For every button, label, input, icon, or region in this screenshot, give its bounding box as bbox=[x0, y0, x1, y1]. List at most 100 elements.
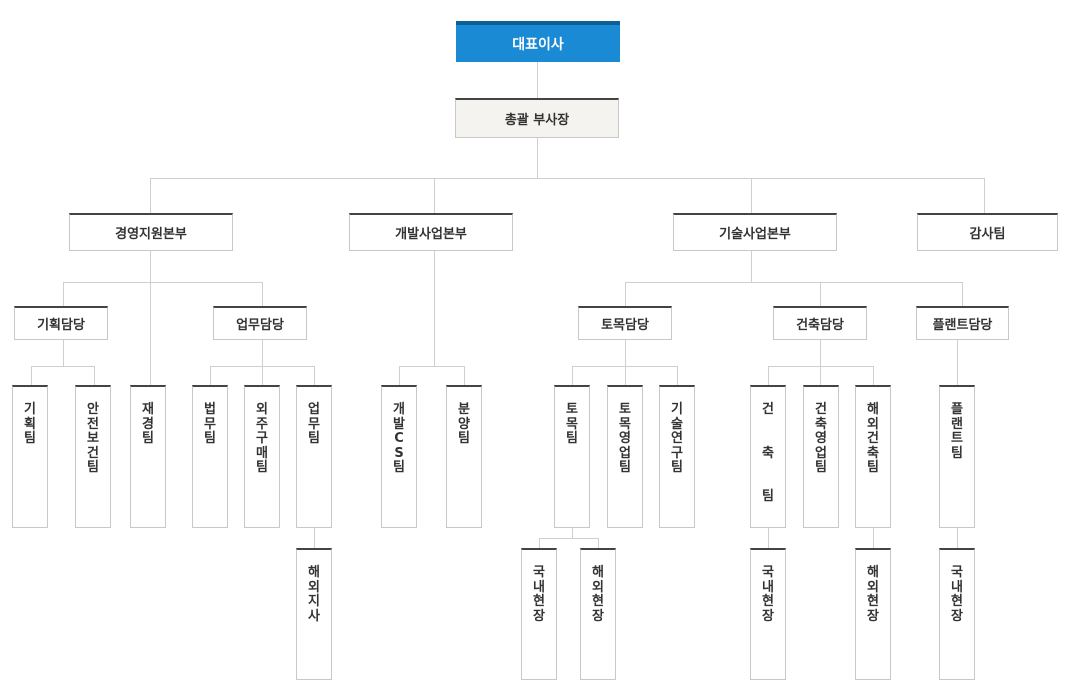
connector-technology-down bbox=[751, 250, 752, 282]
team-column: 재 경 팀 bbox=[130, 385, 166, 528]
department-label: 업무담당 bbox=[236, 318, 284, 333]
team-column: 기 술 연 구 팀 bbox=[659, 385, 695, 528]
team-column: 법 무 팀 bbox=[192, 385, 228, 528]
team-column: 개 발 C S 팀 bbox=[381, 385, 417, 528]
site-column: 국 내 현 장 bbox=[521, 548, 557, 680]
vice-president-label: 총괄 부사장 bbox=[504, 113, 570, 128]
connector-to-technology-division bbox=[751, 178, 752, 214]
connector-to-safety-team bbox=[94, 366, 95, 385]
connector-to-procurement-team bbox=[262, 366, 263, 385]
connector-development-bus bbox=[399, 366, 464, 367]
connector-to-planning-dept bbox=[63, 282, 64, 307]
connector-to-architecture-sales-team bbox=[820, 366, 821, 385]
connector-management-bus bbox=[63, 282, 262, 283]
connector-architecture-down bbox=[820, 339, 821, 366]
ceo-label: 대표이사 bbox=[512, 36, 564, 53]
team-label: 플 랜 트 팀 bbox=[951, 402, 963, 461]
connector-to-civil-overseas-site bbox=[598, 538, 599, 548]
connector-to-development-division bbox=[434, 178, 435, 214]
connector-management-down bbox=[150, 250, 151, 385]
team-label: 개 발 C S 팀 bbox=[393, 402, 405, 475]
connector-civil-bus bbox=[572, 366, 677, 367]
department-label: 플랜트담당 bbox=[932, 318, 993, 333]
connector-to-business-team bbox=[314, 366, 315, 385]
connector-to-legal-team bbox=[210, 366, 211, 385]
team-column: 기 획 팀 bbox=[12, 385, 48, 528]
department-label: 토목담당 bbox=[601, 318, 649, 333]
team-label: 재 경 팀 bbox=[142, 402, 154, 446]
team-column: 건 축 팀 bbox=[750, 385, 786, 528]
connector-vp-down bbox=[537, 138, 538, 178]
division-label: 기술사업본부 bbox=[719, 227, 791, 242]
team-column: 해 외 건 축 팀 bbox=[855, 385, 891, 528]
connector-architecture-to-domestic-site bbox=[768, 527, 769, 548]
site-label: 국 내 현 장 bbox=[533, 565, 545, 624]
connector-to-plant-dept bbox=[962, 282, 963, 307]
team-label: 해 외 건 축 팀 bbox=[867, 402, 879, 475]
vice-president-box: 총괄 부사장 bbox=[455, 98, 619, 138]
connector-to-civil-sales-team bbox=[625, 366, 626, 385]
connector-plant-to-domestic-site bbox=[957, 527, 958, 548]
connector-to-dev-cs-team bbox=[399, 366, 400, 385]
connector-civil-down bbox=[625, 339, 626, 366]
operations-dept-box: 업무담당 bbox=[213, 306, 307, 340]
connector-to-civil-domestic-site bbox=[539, 538, 540, 548]
division-label: 감사팀 bbox=[969, 227, 1006, 242]
connector-planning-down bbox=[63, 339, 64, 366]
connector-civil-team-down bbox=[572, 527, 573, 538]
connector-overseas-architecture-to-site bbox=[873, 527, 874, 548]
connector-development-down bbox=[434, 250, 435, 366]
connector-business-to-overseas-branch bbox=[314, 527, 315, 548]
connector-to-planning-team bbox=[31, 366, 32, 385]
management-support-division-box: 경영지원본부 bbox=[69, 213, 233, 251]
connector-civil-sites-bus bbox=[539, 538, 599, 539]
team-label: 기 술 연 구 팀 bbox=[671, 402, 683, 475]
site-label: 국 내 현 장 bbox=[762, 565, 774, 624]
division-label: 경영지원본부 bbox=[115, 227, 187, 242]
team-label: 토 목 팀 bbox=[566, 402, 578, 446]
team-column: 안 전 보 건 팀 bbox=[75, 385, 111, 528]
connector-operations-down bbox=[262, 339, 263, 366]
connector-to-management-division bbox=[150, 178, 151, 214]
team-label: 건 축 팀 bbox=[762, 402, 774, 504]
site-column: 해 외 현 장 bbox=[580, 548, 616, 680]
team-column: 외 주 구 매 팀 bbox=[244, 385, 280, 528]
connector-to-civil-team bbox=[572, 366, 573, 385]
team-label: 기 획 팀 bbox=[24, 402, 36, 446]
department-label: 기획담당 bbox=[37, 318, 85, 333]
team-label: 토 목 영 업 팀 bbox=[619, 402, 631, 475]
connector-ceo-vp bbox=[537, 62, 538, 99]
team-label: 안 전 보 건 팀 bbox=[87, 402, 99, 475]
civil-dept-box: 토목담당 bbox=[578, 306, 672, 340]
team-label: 건 축 영 업 팀 bbox=[815, 402, 827, 475]
site-column: 해 외 현 장 bbox=[855, 548, 891, 680]
department-label: 건축담당 bbox=[796, 318, 844, 333]
connector-to-civil-dept bbox=[625, 282, 626, 307]
site-label: 해 외 현 장 bbox=[592, 565, 604, 624]
connector-technology-bus bbox=[625, 282, 963, 283]
ceo-box: 대표이사 bbox=[456, 21, 620, 62]
connector-to-architecture-dept bbox=[820, 282, 821, 307]
team-label: 업 무 팀 bbox=[308, 402, 320, 446]
connector-to-tech-research-team bbox=[677, 366, 678, 385]
connector-to-architecture-team bbox=[768, 366, 769, 385]
audit-team-box: 감사팀 bbox=[917, 213, 1058, 251]
connector-to-sales-team bbox=[464, 366, 465, 385]
team-label: 법 무 팀 bbox=[204, 402, 216, 446]
team-label: 분 양 팀 bbox=[458, 402, 470, 446]
site-label: 해 외 현 장 bbox=[867, 565, 879, 624]
connector-to-audit-team bbox=[984, 178, 985, 214]
team-column: 분 양 팀 bbox=[446, 385, 482, 528]
division-label: 개발사업본부 bbox=[395, 227, 467, 242]
team-column: 업 무 팀 bbox=[296, 385, 332, 528]
team-column: 토 목 영 업 팀 bbox=[607, 385, 643, 528]
team-label: 외 주 구 매 팀 bbox=[256, 402, 268, 475]
team-column: 토 목 팀 bbox=[554, 385, 590, 528]
plant-dept-box: 플랜트담당 bbox=[916, 306, 1009, 340]
connector-planning-bus bbox=[31, 366, 94, 367]
site-column: 해 외 지 사 bbox=[296, 548, 332, 680]
team-column: 건 축 영 업 팀 bbox=[803, 385, 839, 528]
connector-plant-down bbox=[957, 339, 958, 385]
team-column: 플 랜 트 팀 bbox=[939, 385, 975, 528]
